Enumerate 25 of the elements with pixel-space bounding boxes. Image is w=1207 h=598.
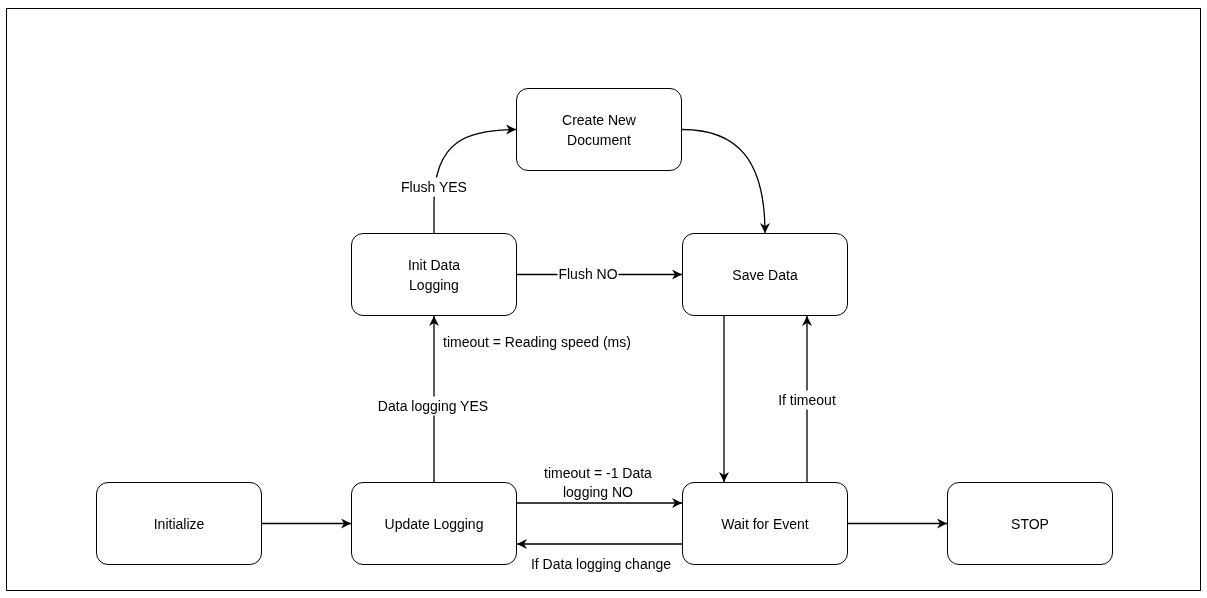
state-label: Create New Document xyxy=(561,110,637,150)
state-label: Wait for Event xyxy=(720,514,810,534)
state-box xyxy=(682,233,848,316)
edge-label: Data logging YES xyxy=(376,396,490,416)
state-label: Init Data Logging xyxy=(406,255,462,295)
edge-label: Flush YES xyxy=(400,177,468,197)
arrow xyxy=(261,518,352,529)
note-label: timeout = Reading speed (ms) xyxy=(443,333,631,352)
state-label: Update Logging xyxy=(383,514,485,534)
state-box xyxy=(351,482,517,565)
state-box xyxy=(947,482,1113,565)
state-label: STOP xyxy=(1010,514,1050,534)
state-box xyxy=(96,482,262,565)
state-box xyxy=(351,233,517,316)
edge-label: If Data logging change xyxy=(530,555,672,574)
state-box xyxy=(516,88,682,171)
state-label: Save Data xyxy=(731,265,799,285)
arrow xyxy=(516,539,683,549)
arrow xyxy=(516,498,683,508)
edge-label: If timeout xyxy=(777,390,837,410)
state-label: Initialize xyxy=(152,514,206,534)
arrow xyxy=(719,315,729,483)
arrow xyxy=(681,128,770,234)
arrow xyxy=(847,518,948,529)
state-box xyxy=(682,482,848,565)
